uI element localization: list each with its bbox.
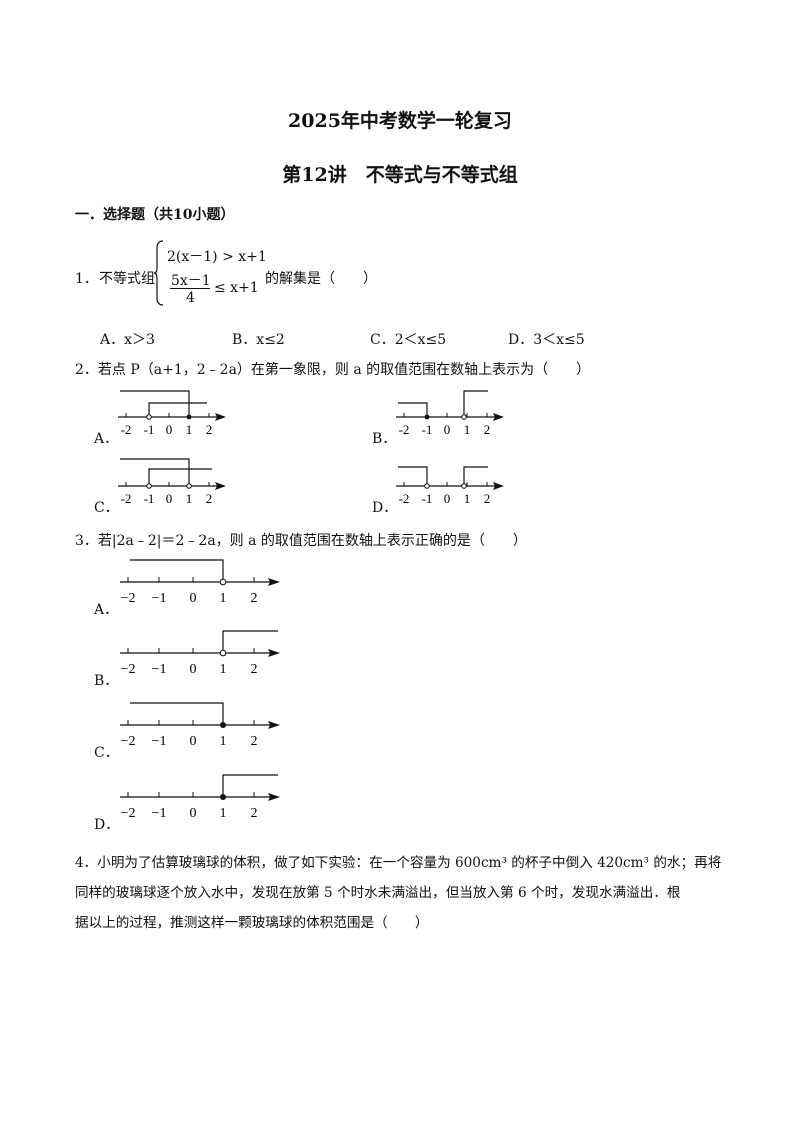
q1-number: 1． (75, 271, 98, 287)
tick-label: 0 (444, 422, 451, 437)
tick-label: 1 (220, 806, 227, 821)
q1-suffix: 的解集是（ ） (265, 271, 377, 287)
tick-label: 2 (206, 491, 213, 506)
q1-option-d[interactable]: D．3＜x≤5 (508, 329, 585, 349)
tick-label: 1 (464, 422, 471, 437)
q2-option-b-label[interactable]: B． (372, 431, 397, 447)
tick-label: 1 (220, 734, 227, 749)
q1-option-a[interactable]: A．x＞3 (100, 329, 155, 349)
question-3-stem: 3．若|2a﹣2|＝2﹣2a，则 a 的取值范围在数轴上表示正确的是（ ） (75, 533, 527, 549)
option-text: 3＜x≤5 (533, 332, 585, 348)
q3-option-a-label[interactable]: A． (94, 602, 119, 618)
q3-option-c-number-line[interactable]: −2 −1 0 1 2 (112, 696, 284, 752)
q3-option-d-number-line[interactable]: −2 −1 0 1 2 (112, 768, 284, 824)
question-1: 1． 不等式组 2(x－1) > x+1 5x－1 4 ≤ x+1 的解集是（ … (75, 238, 475, 308)
tick-label: −2 (121, 734, 136, 749)
left-brace-icon (153, 240, 164, 306)
tick-label: -2 (121, 491, 132, 506)
tick-label: 2 (484, 491, 491, 506)
tick-label: 0 (444, 491, 451, 506)
tick-label: −1 (152, 662, 167, 677)
tick-label: −1 (152, 734, 167, 749)
lecture-title: 第12讲 不等式与不等式组 (282, 164, 518, 186)
q3-option-b-label[interactable]: B． (94, 673, 119, 689)
tick-label: −1 (152, 591, 167, 606)
tick-label: −2 (121, 662, 136, 677)
tick-label: 1 (186, 422, 193, 437)
q3-option-d-label[interactable]: D． (94, 817, 120, 833)
q3-option-a-number-line[interactable]: −2 −1 0 1 2 (112, 553, 284, 609)
q2-option-b-number-line[interactable]: -2 -1 0 1 2 (388, 384, 508, 440)
q1-option-b[interactable]: B．x≤2 (232, 329, 285, 349)
q1-prefix: 不等式组 (99, 271, 155, 287)
q3-option-b-number-line[interactable]: −2 −1 0 1 2 (112, 624, 284, 680)
tick-label: -2 (121, 422, 132, 437)
tick-label: -1 (144, 491, 155, 506)
tick-label: -2 (399, 422, 410, 437)
question-4-line-2: 同样的玻璃球逐个放入水中，发现在放第 5 个时水未满溢出，但当放入第 6 个时，… (75, 885, 681, 901)
tick-label: 2 (251, 591, 258, 606)
q2-option-c-label[interactable]: C． (94, 500, 119, 516)
tick-label: 0 (190, 591, 197, 606)
q1-option-c[interactable]: C．2＜x≤5 (370, 329, 446, 349)
tick-label: 2 (484, 422, 491, 437)
q2-option-a-number-line[interactable]: -2 -1 0 1 2 (110, 384, 230, 440)
fraction-bar (170, 288, 210, 289)
option-text: x＞3 (124, 332, 155, 348)
q1-fraction-rest: ≤ x+1 (214, 280, 259, 296)
tick-label: 0 (166, 491, 173, 506)
tick-label: 0 (190, 662, 197, 677)
option-label: A． (100, 332, 125, 348)
q2-option-c-number-line[interactable]: -2 -1 0 1 2 (110, 453, 230, 509)
section-title: 一．选择题（共10小题） (75, 207, 235, 223)
tick-label: 2 (251, 734, 258, 749)
option-label: B． (232, 332, 257, 348)
tick-label: 2 (251, 662, 258, 677)
option-label: D． (508, 332, 534, 348)
q1-fraction-numerator: 5x－1 (171, 273, 211, 289)
tick-label: -2 (399, 491, 410, 506)
tick-label: −1 (152, 806, 167, 821)
question-4-line-1: 4．小明为了估算玻璃球的体积，做了如下实验：在一个容量为 600cm³ 的杯子中… (75, 855, 722, 871)
tick-label: 1 (464, 491, 471, 506)
tick-label: 1 (220, 662, 227, 677)
tick-label: −2 (121, 806, 136, 821)
q3-option-c-label[interactable]: C． (94, 745, 119, 761)
tick-label: 0 (190, 734, 197, 749)
option-text: x≤2 (256, 332, 285, 348)
q1-fraction-denominator: 4 (186, 290, 195, 306)
question-2-stem: 2．若点 P（a+1，2﹣2a）在第一象限，则 a 的取值范围在数轴上表示为（ … (75, 362, 591, 378)
tick-label: 2 (251, 806, 258, 821)
tick-label: -1 (422, 422, 433, 437)
tick-label: 1 (186, 491, 193, 506)
tick-label: 1 (220, 591, 227, 606)
tick-label: 0 (190, 806, 197, 821)
q2-option-d-number-line[interactable]: -2 -1 0 1 2 (388, 453, 508, 509)
tick-label: -1 (422, 491, 433, 506)
option-label: C． (370, 332, 395, 348)
question-4-line-3: 据以上的过程，推测这样一颗玻璃球的体积范围是（ ） (75, 915, 429, 931)
q1-inequality-1: 2(x－1) > x+1 (167, 249, 267, 265)
page-title: 2025年中考数学一轮复习 (288, 110, 512, 132)
option-text: 2＜x≤5 (394, 332, 447, 348)
tick-label: 0 (166, 422, 173, 437)
q2-option-d-label[interactable]: D． (372, 500, 398, 516)
tick-label: -1 (144, 422, 155, 437)
tick-label: −2 (121, 591, 136, 606)
tick-label: 2 (206, 422, 213, 437)
q2-option-a-label[interactable]: A． (94, 431, 119, 447)
